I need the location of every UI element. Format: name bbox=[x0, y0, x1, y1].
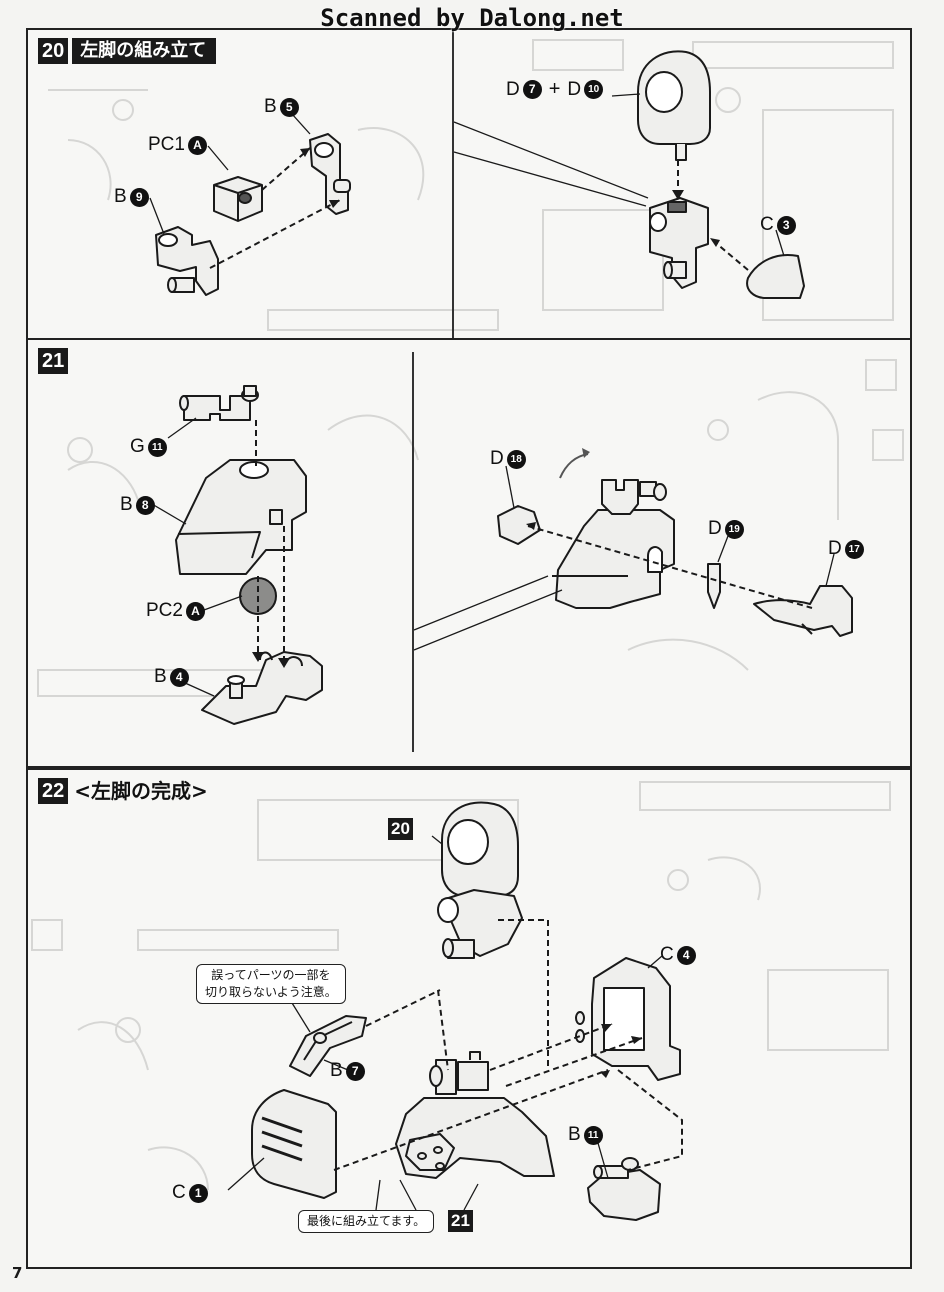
plus-sign: + bbox=[548, 78, 561, 100]
step-title: 左脚の組み立て bbox=[72, 38, 217, 64]
label-b11: B 11 bbox=[568, 1124, 603, 1146]
assembled-lower-leg bbox=[552, 479, 675, 609]
label-d17: D 17 bbox=[828, 538, 864, 560]
part-number-mark: 10 bbox=[584, 80, 604, 99]
pc1-joint-part bbox=[213, 176, 263, 222]
label-prefix: B bbox=[154, 666, 167, 687]
part-number-mark: 1 bbox=[188, 1183, 208, 1203]
d19-part bbox=[707, 563, 721, 609]
label-pc2-a: PC2 A bbox=[146, 600, 205, 622]
caution-note-line: 誤ってパーツの一部を bbox=[211, 968, 331, 982]
part-number-mark: A bbox=[187, 135, 207, 155]
caution-note: 誤ってパーツの一部を 切り取らないよう注意。 bbox=[196, 964, 346, 1004]
label-b5: B 5 bbox=[264, 96, 299, 118]
label-g11: G 11 bbox=[130, 436, 167, 458]
b4-part bbox=[201, 651, 323, 725]
step-number: 20 bbox=[38, 38, 69, 64]
assembled-upper-leg bbox=[637, 50, 711, 289]
label-prefix: B bbox=[114, 186, 127, 207]
label-prefix: D bbox=[567, 78, 582, 100]
label-prefix: D bbox=[490, 448, 504, 469]
assembled-upper-leg bbox=[437, 801, 523, 959]
part-number-mark: 11 bbox=[147, 437, 167, 457]
section-divider bbox=[412, 352, 414, 752]
label-d18: D 18 bbox=[490, 448, 526, 470]
part-number-mark: 19 bbox=[724, 519, 744, 539]
step-20-illustration bbox=[149, 50, 805, 299]
d17-part bbox=[753, 585, 853, 637]
label-prefix: C bbox=[760, 214, 774, 235]
label-pc1-a: PC1 A bbox=[148, 134, 207, 156]
c3-part bbox=[746, 254, 805, 299]
label-prefix: PC1 bbox=[148, 134, 185, 155]
label-c1: C 1 bbox=[172, 1182, 208, 1204]
part-number-mark: 4 bbox=[169, 667, 189, 687]
step-21-panel: 21 bbox=[26, 338, 912, 768]
step-title: <左脚の完成> bbox=[74, 779, 208, 803]
part-number-mark: 9 bbox=[129, 187, 149, 207]
label-prefix: G bbox=[130, 436, 145, 457]
b8-part bbox=[175, 459, 307, 575]
c1-part bbox=[251, 1089, 337, 1199]
part-number-mark: 11 bbox=[583, 1125, 603, 1145]
assembled-lower-leg bbox=[395, 1051, 555, 1179]
step-21-illustration bbox=[151, 385, 853, 725]
label-prefix: C bbox=[172, 1182, 186, 1203]
label-d19: D 19 bbox=[708, 518, 744, 540]
part-number-mark: 17 bbox=[844, 539, 864, 559]
step-21-reference-badge: 21 bbox=[448, 1210, 473, 1232]
label-prefix: D bbox=[708, 518, 722, 539]
c4-part bbox=[575, 957, 681, 1081]
label-prefix: B bbox=[568, 1124, 581, 1145]
section-divider bbox=[452, 30, 454, 338]
label-c4: C 4 bbox=[660, 944, 696, 966]
label-prefix: B bbox=[330, 1060, 343, 1081]
label-b4: B 4 bbox=[154, 666, 189, 688]
step-20-reference-badge: 20 bbox=[388, 818, 413, 840]
step-20-panel: 20 左脚の組み立て bbox=[26, 28, 912, 340]
page-number: 7 bbox=[12, 1264, 23, 1282]
label-b9: B 9 bbox=[114, 186, 149, 208]
label-prefix: B bbox=[120, 494, 133, 515]
label-prefix: C bbox=[660, 944, 674, 965]
label-prefix: D bbox=[506, 78, 520, 100]
label-prefix: PC2 bbox=[146, 600, 183, 621]
part-number-mark: 5 bbox=[279, 97, 299, 117]
watermark-text: Scanned by Dalong.net bbox=[320, 4, 624, 32]
step-20-header: 20 左脚の組み立て bbox=[38, 38, 217, 64]
label-d7-plus-d10: D 7 + D 10 bbox=[506, 78, 604, 101]
step-21-header: 21 bbox=[38, 348, 69, 374]
part-number-mark: 8 bbox=[135, 495, 155, 515]
assemble-last-note: 最後に組み立てます。 bbox=[298, 1210, 435, 1233]
part-number-mark: 4 bbox=[676, 945, 696, 965]
step-22-illustration bbox=[227, 801, 683, 1221]
label-b7: B 7 bbox=[330, 1060, 365, 1082]
step-22-header: 22 <左脚の完成> bbox=[38, 778, 208, 804]
label-b8: B 8 bbox=[120, 494, 155, 516]
step-number: 22 bbox=[38, 778, 69, 804]
part-number-mark: 7 bbox=[522, 80, 542, 99]
label-c3: C 3 bbox=[760, 214, 796, 236]
g11-part bbox=[179, 385, 259, 421]
step-22-panel: 22 <左脚の完成> bbox=[26, 768, 912, 1269]
part-number-mark: A bbox=[185, 601, 205, 621]
step-number: 21 bbox=[38, 348, 69, 374]
caution-note-line: 切り取らないよう注意。 bbox=[205, 985, 337, 999]
label-prefix: B bbox=[264, 96, 277, 117]
part-number-mark: 7 bbox=[345, 1061, 365, 1081]
b9-part bbox=[155, 226, 219, 296]
part-number-mark: 18 bbox=[506, 449, 526, 469]
b11-part bbox=[587, 1157, 661, 1221]
label-prefix: D bbox=[828, 538, 842, 559]
part-number-mark: 3 bbox=[776, 215, 796, 235]
